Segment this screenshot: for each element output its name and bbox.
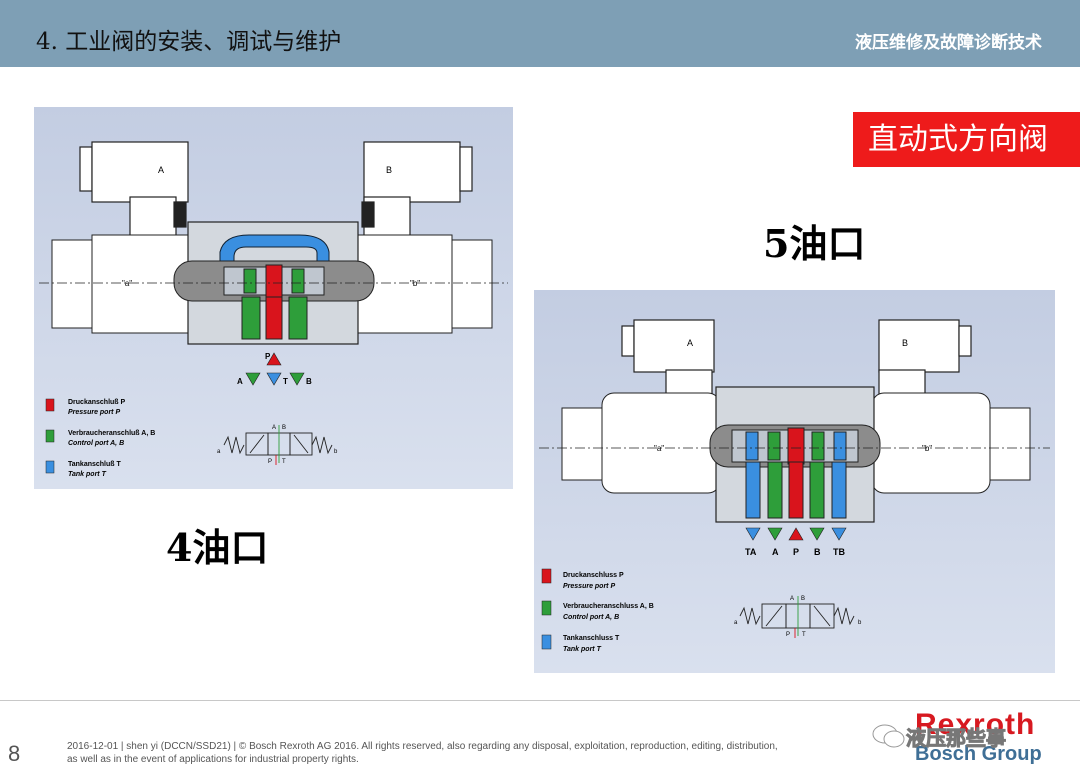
port-t-label: T [283,377,288,386]
legend-tank-de: Tankanschluß T [68,461,121,468]
hydraulic-symbol [223,425,333,465]
axis-b-label: "b" [410,279,420,288]
symbol-port-a: A [272,425,276,431]
symbol-port-p: P [268,459,272,465]
port-ta-label: TA [745,547,757,557]
symbol-b-label: b [334,449,338,455]
legend-pressure-swatch [45,398,55,412]
legend-tank-swatch [541,634,552,650]
axis-b-label: "b" [922,444,932,453]
four-port-label: 4油口 [166,525,269,570]
four-port-valve-drawing: A B "a" "b" P A T B Druckanschluß P Pres… [34,107,513,489]
legend-pressure-de: Druckanschluß P [68,399,126,406]
slide-title: 4. 工业阀的安装、调试与维护 [36,29,342,55]
symbol-a-label: a [217,449,221,455]
legend-control-de: Verbraucheranschluß A, B [68,430,155,437]
slide-subtitle: 液压维修及故障诊断技术 [855,33,1042,53]
header-bar: 4. 工业阀的安装、调试与维护 液压维修及故障诊断技术 [0,0,1080,67]
footer-divider [0,700,1080,701]
symbol-port-b: B [801,596,805,602]
port-p-arrow [266,352,282,366]
legend-pressure-de: Druckanschluss P [563,572,624,579]
legend-tank-en: Tank port T [563,646,602,653]
port-p-arrow [788,527,804,541]
symbol-port-b: B [282,425,286,431]
port-p-label: P [793,547,799,557]
port-a-label: A [237,377,243,386]
copyright-line-2: as well as in the event of applications … [67,754,359,765]
symbol-port-t: T [282,459,286,465]
symbol-a-label: a [734,620,738,626]
legend-pressure-swatch [541,568,552,584]
port-ta-arrow [745,527,761,541]
port-b-label: B [306,377,312,386]
port-b-arrow [289,372,305,386]
symbol-b-label: b [858,620,862,626]
symbol-port-a: A [790,596,794,602]
legend-tank-swatch [45,460,55,474]
page-number: 8 [8,741,21,766]
port-p-label: P [265,352,271,361]
legend-control-swatch [45,429,55,443]
symbol-port-p: P [786,632,790,638]
port-t-arrow [266,372,282,386]
five-port-valve-diagram: A B "a" "b" TA A P B TB Druckanschluss P [534,290,1055,673]
port-a-arrow [245,372,261,386]
wechat-icon [872,724,905,748]
solenoid-a-label: A [687,338,693,348]
legend-pressure-en: Pressure port P [68,409,120,416]
legend-pressure-en: Pressure port P [563,583,615,590]
rexroth-logo: Rexroth [915,708,1036,741]
solenoid-b-label: B [902,338,908,348]
solenoid-b-label: B [386,165,392,175]
copyright-notice: 2016-12-01 | shen yi (DCCN/SSD21) | © Bo… [67,740,887,766]
port-b-label: B [814,547,821,557]
legend-tank-en: Tank port T [68,471,107,478]
hydraulic-symbol [739,596,855,638]
valve-type-badge: 直动式方向阀 [853,112,1080,167]
port-b-arrow [809,527,825,541]
port-tb-label: TB [833,547,845,557]
copyright-line-1: 2016-12-01 | shen yi (DCCN/SSD21) | © Bo… [67,741,778,752]
five-port-valve-drawing: A B "a" "b" TA A P B TB Druckanschluss P [534,290,1055,673]
legend-tank-de: Tankanschluss T [563,635,620,642]
bosch-group-label: Bosch Group [915,743,1042,765]
legend-control-en: Control port A, B [563,614,619,621]
legend-control-de: Verbraucheranschluss A, B [563,603,654,610]
port-tb-arrow [831,527,847,541]
legend-control-swatch [541,600,552,616]
port-a-arrow [767,527,783,541]
axis-a-label: "a" [654,444,664,453]
symbol-port-t: T [802,632,806,638]
axis-a-label: "a" [122,279,132,288]
watermark-text: 液压那些事 [906,726,1007,751]
port-a-label: A [772,547,779,557]
legend-control-en: Control port A, B [68,440,124,447]
four-port-valve-diagram: A B "a" "b" P A T B Druckanschluß P Pres… [34,107,513,489]
five-port-label: 5油口 [763,221,866,266]
solenoid-a-label: A [158,165,164,175]
